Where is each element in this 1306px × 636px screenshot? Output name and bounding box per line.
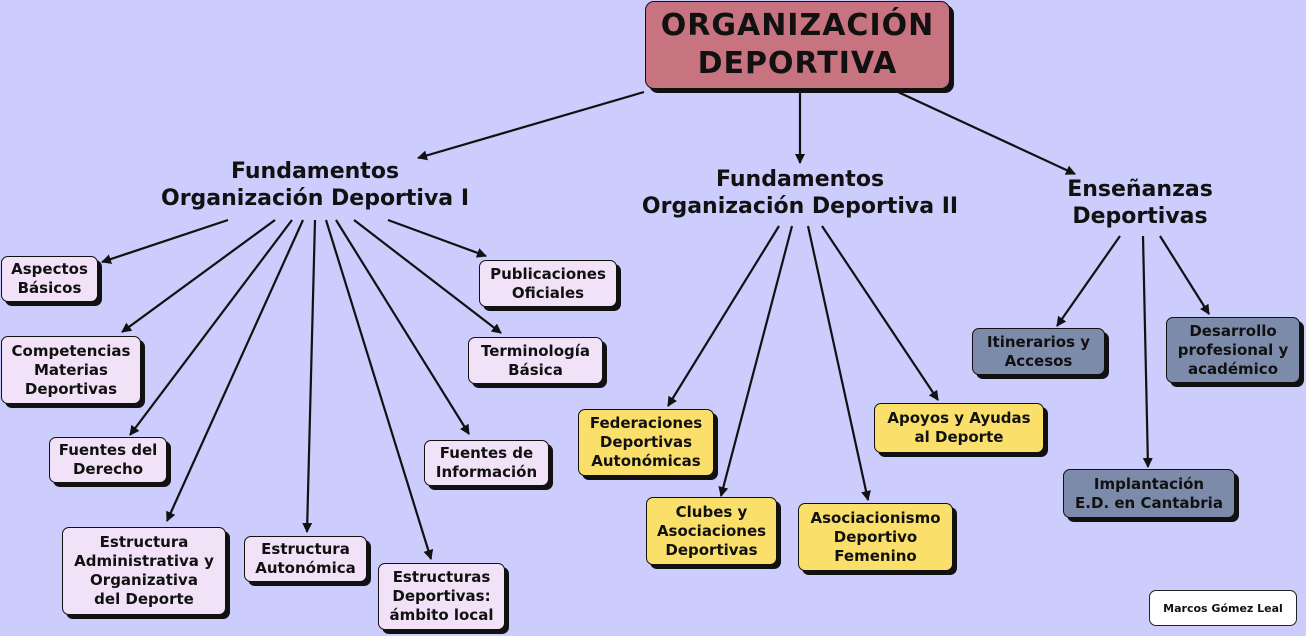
root-node-organizacion-deportiva[interactable]: ORGANIZACIÓN DEPORTIVA	[645, 1, 950, 89]
node-fuentes-informacion[interactable]: Fuentes de Información	[424, 440, 549, 486]
heading-ensenanzas-deportivas[interactable]: Enseñanzas Deportivas	[1067, 177, 1213, 229]
node-estructura-autonomica[interactable]: Estructura Autonómica	[244, 536, 367, 582]
node-asociacionismo-femenino[interactable]: Asociacionismo Deportivo Femenino	[798, 503, 953, 571]
node-publicaciones-oficiales[interactable]: Publicaciones Oficiales	[479, 260, 617, 307]
heading-fundamentos-i[interactable]: Fundamentos Organización Deportiva I	[161, 159, 469, 211]
author-credit: Marcos Gómez Leal	[1149, 590, 1297, 626]
node-estructura-administrativa[interactable]: Estructura Administrativa y Organizativa…	[62, 527, 226, 615]
node-implantacion-cantabria[interactable]: Implantación E.D. en Cantabria	[1063, 469, 1235, 518]
heading-fundamentos-ii[interactable]: Fundamentos Organización Deportiva II	[641, 167, 959, 219]
node-estructuras-ambito-local[interactable]: Estructuras Deportivas: ámbito local	[378, 563, 505, 630]
node-terminologia-basica[interactable]: Terminología Básica	[468, 337, 603, 384]
node-federaciones-deportivas[interactable]: Federaciones Deportivas Autonómicas	[578, 409, 714, 476]
node-apoyos-ayudas[interactable]: Apoyos y Ayudas al Deporte	[874, 403, 1044, 453]
node-itinerarios-accesos[interactable]: Itinerarios y Accesos	[972, 328, 1105, 375]
node-fuentes-derecho[interactable]: Fuentes del Derecho	[49, 437, 167, 483]
node-competencias-materias[interactable]: Competencias Materias Deportivas	[1, 336, 141, 404]
node-desarrollo-profesional[interactable]: Desarrollo profesional y académico	[1166, 317, 1300, 383]
node-clubes-asociaciones[interactable]: Clubes y Asociaciones Deportivas	[646, 497, 777, 565]
node-aspectos-basicos[interactable]: Aspectos Básicos	[1, 256, 98, 302]
